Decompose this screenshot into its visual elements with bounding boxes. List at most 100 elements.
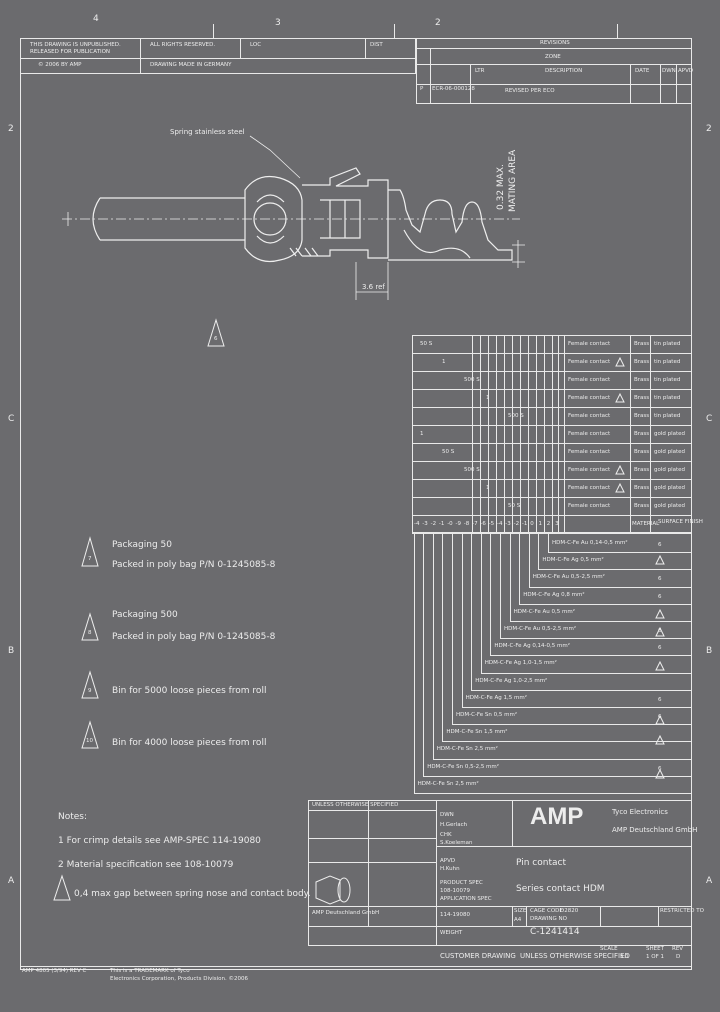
- table-header-material: MATERIAL: [632, 521, 660, 527]
- rule: [308, 810, 436, 811]
- note-9-line1: Bin for 5000 loose pieces from roll: [112, 686, 267, 696]
- table-row-finish: tin plated: [654, 359, 681, 365]
- rule: [676, 64, 677, 104]
- zone-side-c-right: C: [706, 414, 713, 424]
- table-row-material: Brass: [634, 449, 650, 455]
- header-copyright: © 2006 BY AMP: [38, 62, 82, 68]
- table-row-material: Brass: [634, 467, 650, 473]
- desc-row-step: [480, 533, 482, 673]
- revision-desc: DESCRIPTION: [545, 68, 583, 74]
- table-row-rule: [412, 443, 692, 444]
- table-col-rule: [564, 335, 565, 533]
- mating-note-2: MATING AREA: [508, 149, 518, 212]
- table-header-cell: -8: [463, 521, 470, 527]
- rule: [660, 64, 661, 104]
- desc-row-step: [442, 533, 444, 742]
- spring-label: Spring stainless steel: [170, 128, 245, 136]
- dim-label: 3.6 ref: [362, 283, 385, 291]
- footer-left3: Electronics Corporation, Products Divisi…: [110, 976, 248, 982]
- table-header-cell: 2: [546, 521, 551, 527]
- desc-row: HDM-C-Fe Au 0,5-2,5 mm²: [504, 626, 577, 632]
- zone-side-b: B: [8, 646, 15, 656]
- rule: [308, 838, 436, 839]
- footer-left1: AMP 4805 (3/94) REV C: [22, 968, 87, 974]
- desc-row: HDM-C-Fe Sn 0,5-2,5 mm²: [427, 763, 499, 770]
- tb-tol-note: UNLESS OTHERWISE SPECIFIED: [312, 802, 399, 808]
- table-row-rule: [412, 515, 692, 516]
- table-col-rule: [630, 335, 631, 533]
- table-col-rule: [520, 335, 521, 533]
- desc-row-flag: 6: [658, 645, 662, 652]
- table-col-rule: [536, 335, 537, 533]
- note-7-line2: Packed in poly bag P/N 0-1245085-8: [112, 560, 276, 570]
- table-row-desc: Female contact: [568, 485, 611, 491]
- table-header-cell: -6: [480, 521, 486, 527]
- zone-tick: [394, 24, 395, 38]
- desc-row-rule: [442, 741, 692, 743]
- revision-ecr: ECR-06-000128: [432, 86, 475, 92]
- tb-cage-value: D2820: [560, 908, 579, 914]
- table-row-mark: 500 S: [464, 467, 480, 473]
- rule: [470, 64, 471, 104]
- table-row-desc: Female contact: [568, 467, 611, 473]
- tb-company: AMP: [530, 803, 584, 830]
- desc-row-step: [548, 533, 549, 553]
- table-col-rule: [512, 335, 513, 533]
- table-col-rule: [552, 335, 553, 533]
- note-10-line1: Bin for 4000 loose pieces from roll: [112, 738, 267, 748]
- desc-row-step: [413, 533, 415, 793]
- table-row-desc: Female contact: [568, 341, 611, 347]
- table-row-rule: [412, 461, 692, 462]
- rule: [658, 906, 659, 926]
- header-line1: THIS DRAWING IS UNPUBLISHED.: [30, 42, 121, 48]
- table-row-material: Brass: [634, 503, 650, 509]
- table-row-material: Brass: [634, 395, 650, 401]
- desc-row-rule: [452, 724, 692, 726]
- tb-cage-label: CAGE CODE: [530, 908, 563, 914]
- desc-row-rule: [461, 707, 692, 708]
- note-flag-7: 7: [88, 556, 92, 562]
- desc-row: HDM-C-Fe Sn 2,5 mm²: [417, 780, 479, 787]
- rule: [308, 926, 692, 927]
- rule: [436, 800, 437, 946]
- desc-row-rule: [471, 689, 692, 691]
- table-col-rule: [496, 335, 497, 533]
- view-flag: 6: [214, 336, 218, 342]
- table-row-finish: tin plated: [654, 341, 681, 347]
- rule: [430, 48, 431, 104]
- tb-dwn-name: H.Gerlach: [440, 822, 468, 828]
- desc-row-rule: [413, 793, 692, 794]
- table-header-cell: 0: [530, 521, 534, 527]
- desc-row-step: [500, 533, 501, 639]
- zone-tick: [617, 24, 618, 38]
- zone-side-2: 2: [8, 124, 14, 134]
- table-row-finish: gold plated: [654, 431, 686, 437]
- tb-dwg-value: C-1241414: [530, 927, 580, 937]
- tb-title2: Series contact HDM: [516, 884, 605, 894]
- notes-title: Notes:: [58, 812, 88, 822]
- tb-product-spec-val: 108-10079: [440, 888, 470, 894]
- rule: [20, 966, 692, 967]
- table-row-desc: Female contact: [568, 377, 611, 383]
- tb-weight: WEIGHT: [440, 930, 463, 936]
- note-flag-10: 10: [86, 738, 93, 744]
- desc-row-step: [509, 533, 511, 621]
- rule: [630, 64, 631, 104]
- table-header-rule: [412, 533, 692, 534]
- desc-row-rule: [509, 621, 692, 622]
- table-row-material: Brass: [634, 431, 650, 437]
- header-dist: DIST: [370, 42, 383, 48]
- table-row-finish: gold plated: [654, 449, 686, 455]
- table-row-desc: Female contact: [568, 449, 611, 455]
- table-row-material: Brass: [634, 341, 650, 347]
- table-row-desc: Female contact: [568, 503, 611, 509]
- table-row-desc: Female contact: [568, 431, 611, 437]
- desc-row-step: [461, 533, 463, 707]
- zone-side-c: C: [8, 414, 15, 424]
- revision-dwn: DWN: [662, 68, 676, 74]
- mating-note-1: 0.32 MAX.: [496, 164, 506, 210]
- rule: [512, 906, 513, 926]
- desc-row: HDM-C-Fe Ag 1,0-1,5 mm²: [484, 660, 557, 667]
- table-row-desc: Female contact: [568, 413, 611, 419]
- desc-row-flag: 6: [658, 714, 662, 720]
